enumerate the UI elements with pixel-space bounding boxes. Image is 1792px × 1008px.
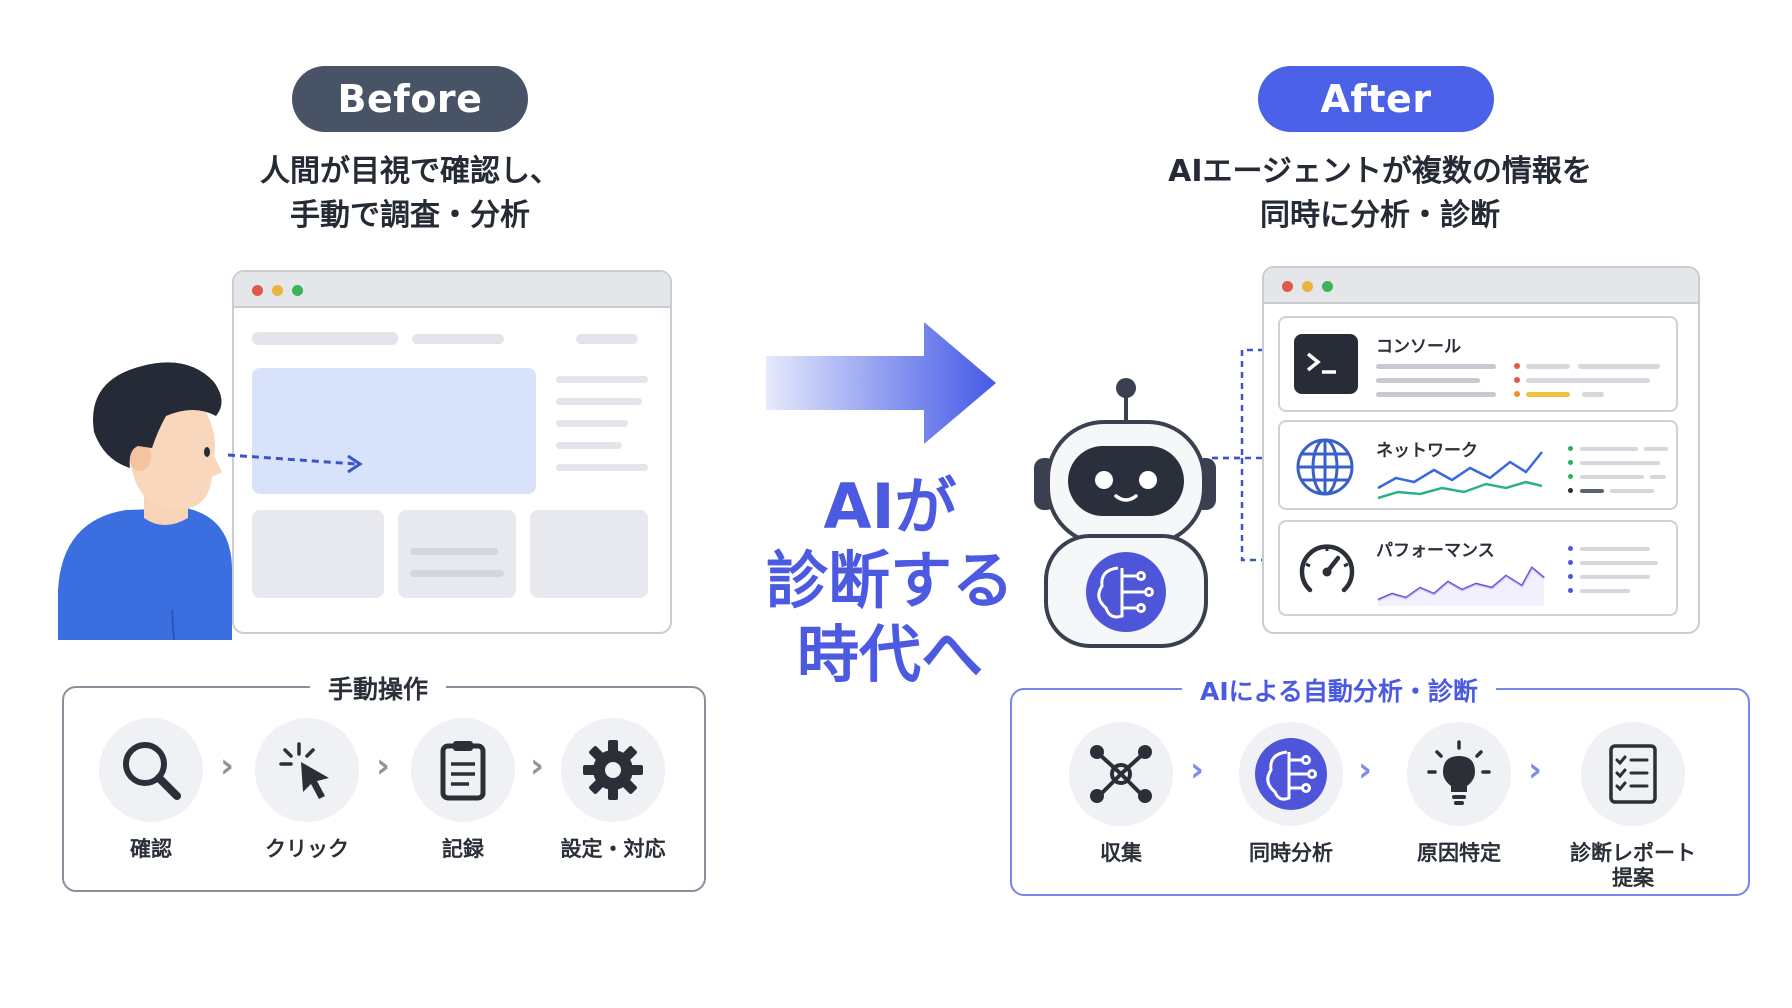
magnifier-icon [99,718,203,822]
window-titlebar [1264,268,1698,304]
manual-process-title: 手動操作 [310,670,447,706]
after-subtitle-line2: 同時に分析・診断 [1260,198,1500,233]
step-label-line2: 提案 [1612,866,1654,890]
step-label: クリック [265,837,349,861]
close-dot [1282,281,1293,292]
content-tile [530,510,648,598]
panel-title: コンソール [1376,337,1461,357]
globe-icon [1294,436,1356,502]
chevron-right-icon: › [1528,750,1543,790]
before-subtitle-line2: 手動で調査・分析 [290,198,530,233]
speedometer-icon [1294,536,1360,606]
gear-icon [561,718,665,822]
step-parallel-analysis: 同時分析 [1226,722,1356,867]
content-tile [252,510,384,598]
step-label: 確認 [130,837,172,861]
maximize-dot [1322,281,1333,292]
console-panel: コンソール [1278,316,1678,412]
panel-title: ネットワーク [1376,441,1478,461]
ai-process-title: AIによる自動分析・診断 [1182,672,1496,708]
after-subtitle: AIエージェントが複数の情報を 同時に分析・診断 [1100,150,1660,238]
step-label: 原因特定 [1417,841,1501,865]
step-label: 記録 [442,837,484,861]
step-diagnosis-report: 診断レポート 提案 [1543,722,1723,892]
chevron-right-icon: › [530,746,545,786]
highlight-area [252,368,536,494]
before-subtitle: 人間が目視で確認し、 手動で調査・分析 [150,150,670,238]
panel-title: パフォーマンス [1376,541,1495,561]
step-record: 記録 [398,718,528,863]
placeholder-bar [556,376,648,383]
placeholder-bar [576,334,638,344]
network-panel: ネットワーク [1278,420,1678,510]
network-line-chart [1377,451,1543,500]
ai-robot-illustration [1034,378,1216,648]
ai-brain-icon [1239,722,1343,826]
placeholder-bar [556,464,648,471]
after-subtitle-line1: AIエージェントが複数の情報を [1168,154,1592,189]
before-pill: Before [292,66,528,132]
manual-process-box: 手動操作 確認 › クリック › 記録 › [62,670,706,892]
before-subtitle-line1: 人間が目視で確認し、 [260,154,560,189]
ai-process-box: AIによる自動分析・診断 収集 › 同時分析 › [1010,672,1750,896]
minimize-dot [272,285,283,296]
step-label-line1: 診断レポート [1570,841,1696,865]
chevron-right-icon: › [220,746,235,786]
maximize-dot [292,285,303,296]
step-settings: 設定・対応 [548,718,678,863]
step-collect: 収集 [1056,722,1186,867]
checklist-icon [1581,722,1685,826]
step-label: 同時分析 [1249,841,1333,865]
placeholder-bar [252,332,398,345]
step-label: 設定・対応 [560,837,666,861]
step-confirm: 確認 [86,718,216,863]
chevron-right-icon: › [1358,750,1373,790]
center-headline-line2: 診断する [765,544,1014,617]
chevron-right-icon: › [1190,750,1205,790]
content-tile [398,510,516,598]
step-root-cause: 原因特定 [1394,722,1524,867]
placeholder-bar [556,420,628,427]
network-nodes-icon [1069,722,1173,826]
placeholder-bar [412,334,504,344]
placeholder-bar [556,398,642,405]
minimize-dot [1302,281,1313,292]
before-browser-window [232,270,672,634]
step-label: 収集 [1100,841,1142,865]
step-click: クリック [242,718,372,863]
step-label: 診断レポート 提案 [1543,840,1723,892]
transition-arrow [766,322,996,444]
center-headline: AIが 診断する 時代へ [720,470,1060,692]
terminal-icon [1294,334,1358,394]
after-browser-window: コンソール ネットワーク [1262,266,1700,634]
window-titlebar [234,272,670,308]
after-pill: After [1258,66,1494,132]
close-dot [252,285,263,296]
chevron-right-icon: › [376,746,391,786]
cursor-click-icon [255,718,359,822]
lightbulb-icon [1407,722,1511,826]
performance-line-chart [1377,566,1545,606]
center-headline-line1: AIが [823,470,957,543]
person-illustration [58,362,363,640]
placeholder-bar [556,442,622,449]
performance-panel: パフォーマンス [1278,520,1678,616]
clipboard-icon [411,718,515,822]
center-headline-line3: 時代へ [796,618,983,691]
